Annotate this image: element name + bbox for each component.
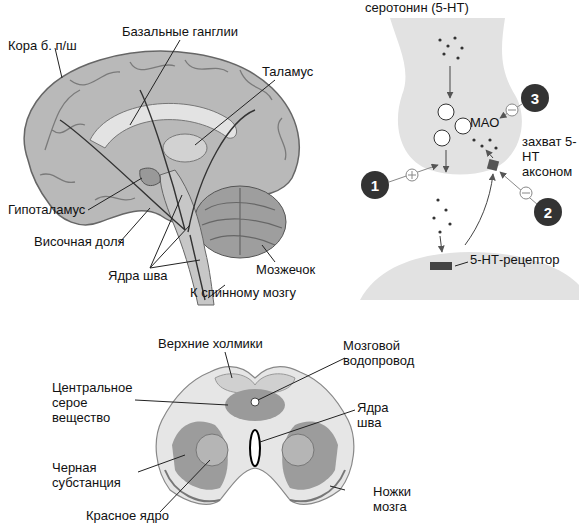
leader-line	[260, 410, 355, 442]
presynaptic-terminal	[390, 18, 522, 175]
serotonin-projections	[60, 90, 255, 300]
aqueduct	[251, 398, 259, 406]
reuptake-arrow	[465, 174, 493, 245]
dot	[438, 230, 441, 233]
part-label: Красное ядро	[86, 508, 206, 523]
leader-line	[135, 400, 228, 405]
corpus-callosum	[90, 103, 237, 148]
dot	[460, 46, 463, 49]
callout-circle: 1	[361, 171, 389, 199]
dot	[436, 198, 439, 201]
part-label: Ядра шва	[357, 400, 397, 430]
red-nucleus	[196, 434, 228, 466]
leader-line	[150, 260, 200, 268]
minus-sign	[508, 110, 516, 111]
part-label: Гипоталамус	[8, 202, 108, 217]
part-label: Базальные ганглии	[122, 24, 272, 39]
cerebellum-folia	[202, 188, 282, 255]
dot	[432, 216, 435, 219]
dot	[446, 44, 449, 47]
cerebral-peduncle	[165, 470, 345, 501]
midbrain-leader-lines	[135, 352, 355, 512]
callout-arrow	[389, 165, 438, 182]
leader-line	[455, 262, 468, 266]
callout-number: 1	[371, 177, 379, 194]
dot	[444, 208, 447, 211]
dot	[472, 138, 475, 141]
part-label: К спинному мозгу	[190, 285, 330, 300]
leader-line	[130, 40, 180, 125]
vesicle	[434, 130, 450, 146]
dot	[480, 144, 483, 147]
dot	[442, 52, 445, 55]
callout-circle: 2	[534, 198, 562, 226]
diffusion-arrow	[440, 236, 442, 252]
substantia-nigra	[172, 422, 228, 490]
central-gray	[225, 389, 285, 421]
part-label: Ножки мозга	[373, 484, 425, 514]
part-label: захват 5-НТ аксоном	[522, 134, 578, 179]
minus-sign	[506, 104, 518, 116]
leader-line	[195, 80, 275, 145]
dot	[494, 146, 497, 149]
minus-sign	[520, 187, 532, 199]
receptor	[430, 262, 452, 270]
callout-circle: 3	[521, 84, 549, 112]
part-label: Мозжечок	[256, 262, 346, 277]
release-arrow	[446, 150, 447, 172]
plus-sign	[408, 171, 416, 179]
midbrain-section	[156, 367, 354, 504]
leader-line	[258, 358, 345, 400]
vesicle	[455, 118, 471, 134]
plus-sign	[406, 169, 418, 181]
dot	[453, 36, 456, 39]
leader-line	[330, 486, 345, 490]
dot	[438, 38, 441, 41]
synthesis-arrow	[450, 66, 451, 98]
leader-line	[150, 225, 190, 268]
midbrain-outline	[156, 367, 354, 504]
part-label: Таламус	[262, 64, 342, 79]
leader-line	[262, 245, 275, 262]
part-label: 5-НТ-рецептор	[470, 252, 579, 267]
part-label: Ядра шва	[108, 268, 188, 283]
brainstem	[160, 170, 214, 305]
cerebellum	[194, 186, 286, 258]
leader-line	[138, 455, 185, 472]
part-label: Мозговой водопровод	[343, 338, 433, 368]
part-label: МАО	[470, 115, 510, 130]
part-label: Кора б. п/ш	[8, 38, 118, 53]
reuptake-transporter	[487, 159, 499, 171]
thalamus	[163, 134, 207, 162]
synapse	[360, 18, 579, 300]
minus-sign	[522, 193, 530, 194]
brain-leader-lines	[55, 40, 275, 298]
serotonin-dots	[432, 36, 497, 233]
leader-line	[225, 352, 232, 378]
postsynaptic-membrane	[360, 252, 579, 300]
leader-line	[88, 178, 142, 210]
leader-line	[150, 195, 182, 268]
leader-line	[160, 460, 210, 512]
part-label: Центральное серое вещество	[52, 380, 140, 425]
hypothalamus	[140, 168, 160, 186]
callout-arrow	[500, 104, 522, 118]
part-label: серотонин (5-НТ)	[365, 0, 515, 15]
uptake-arrow	[486, 150, 493, 158]
raphe-nuclei	[250, 430, 260, 466]
dot	[456, 56, 459, 59]
red-nucleus	[282, 434, 314, 466]
dot	[488, 138, 491, 141]
part-label: Черная субстанция	[52, 460, 138, 490]
vesicle	[438, 104, 454, 120]
part-label: Верхние холмики	[158, 336, 298, 351]
callout-number: 3	[531, 90, 539, 107]
callout-number: 2	[544, 204, 552, 221]
part-label: Височная доля	[34, 234, 144, 249]
dot	[448, 222, 451, 225]
